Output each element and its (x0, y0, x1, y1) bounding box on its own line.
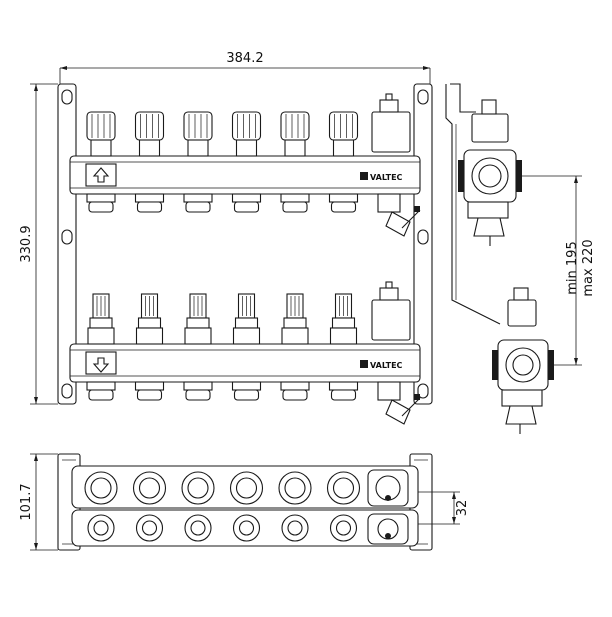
arrow-up-icon (92, 167, 110, 183)
adjust-dimension: min 195 max 220 (520, 175, 596, 366)
bottom-port-upper (181, 471, 215, 505)
width-label: 384.2 (226, 51, 263, 66)
return-air-vent (371, 281, 421, 425)
supply-air-vent (371, 93, 421, 237)
adjust-min-label: min 195 (565, 241, 580, 294)
bottom-outlets (84, 471, 361, 542)
height-label: 330.9 (19, 225, 34, 262)
bottom-port-lower (184, 514, 212, 542)
supply-outlet (183, 193, 213, 213)
return-outlet (134, 381, 165, 401)
supply-valve (280, 111, 310, 157)
supply-manifold-bar: VALTEC (69, 155, 421, 195)
bottom-port-lower (135, 514, 164, 542)
arrow-down-icon (92, 357, 110, 373)
bottom-view: 101.7 32 (19, 453, 470, 551)
supply-outlet (280, 193, 310, 213)
side-view: min 195 max 220 (445, 83, 596, 434)
outlet-spacing-label: 32 (455, 500, 470, 517)
width-dimension: 384.2 (59, 51, 431, 84)
return-flowmeter (281, 293, 309, 345)
upper-brand-label: VALTEC (370, 173, 403, 182)
return-manifold-bar: VALTEC (69, 343, 421, 383)
supply-outlet (328, 193, 359, 213)
bottom-port-lower (87, 514, 115, 542)
brand-logo-icon (360, 172, 368, 180)
return-flowmeter (87, 293, 115, 345)
bottom-port-upper (132, 471, 167, 505)
supply-valve (328, 111, 359, 157)
return-flowmeter (184, 293, 212, 345)
adjust-max-label: max 220 (581, 239, 596, 296)
bottom-port-lower (281, 514, 309, 542)
return-outlet (280, 381, 310, 401)
bottom-port-upper (326, 471, 361, 505)
return-outlet (86, 381, 116, 401)
height-dimension: 330.9 (19, 83, 58, 405)
supply-valve (134, 111, 165, 157)
supply-outlet (231, 193, 262, 213)
return-flowmeter (135, 293, 164, 345)
bottom-height-dimension: 101.7 (19, 453, 58, 551)
return-flowmeter (232, 293, 261, 345)
return-outlet (183, 381, 213, 401)
bottom-height-label: 101.7 (19, 483, 34, 520)
bottom-port-upper (84, 471, 118, 505)
bottom-port-upper (229, 471, 264, 505)
outlet-spacing-dimension: 32 (418, 491, 470, 525)
lower-brand-label: VALTEC (370, 361, 403, 370)
return-flowmeter (329, 293, 358, 345)
return-outlet (328, 381, 359, 401)
brand-logo-icon (360, 360, 368, 368)
supply-valve (86, 111, 116, 157)
supply-valve (231, 111, 262, 157)
supply-outlet (86, 193, 116, 213)
return-outlet (231, 381, 262, 401)
bottom-port-lower (232, 514, 261, 542)
front-outlets (86, 111, 359, 401)
supply-outlet (134, 193, 165, 213)
bottom-port-lower (329, 514, 358, 542)
bottom-port-upper (278, 471, 312, 505)
front-view: 384.2 330.9 (19, 51, 433, 425)
supply-valve (183, 111, 213, 157)
